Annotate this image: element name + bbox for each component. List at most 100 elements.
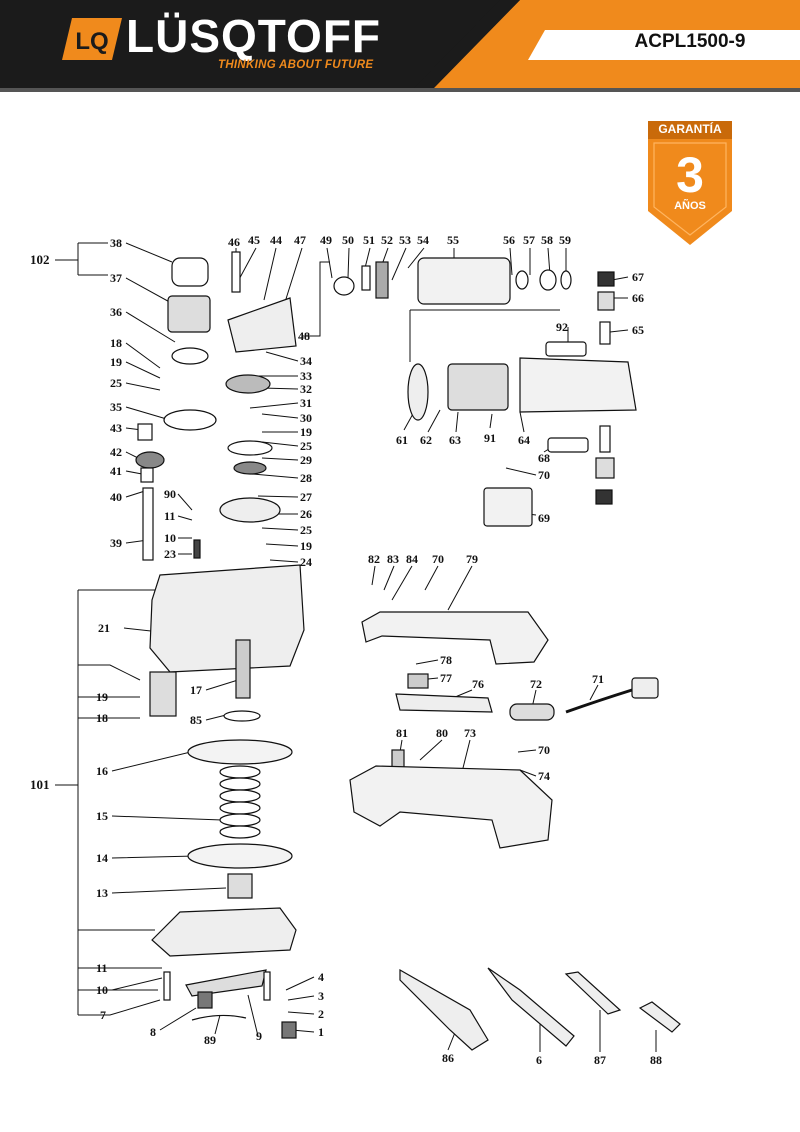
callout-18: 18 <box>110 336 122 350</box>
callout-89: 89 <box>204 1033 216 1047</box>
callout-70-c: 70 <box>538 743 550 757</box>
part-15-spacer-6 <box>219 825 261 839</box>
part-65-brush <box>599 321 611 345</box>
part-66-brush-holder <box>597 291 615 311</box>
callout-65: 65 <box>632 323 644 337</box>
callout-19: 19 <box>110 355 122 369</box>
part-21-lower-housing <box>149 564 305 673</box>
callout-19-b: 19 <box>96 690 108 704</box>
part-89-spring <box>191 1014 247 1021</box>
callout-31: 31 <box>300 396 312 410</box>
callout-18-b: 18 <box>96 711 108 725</box>
callout-15: 15 <box>96 809 108 823</box>
callout-81: 81 <box>396 726 408 740</box>
part-41-collar <box>140 467 154 483</box>
part-67-cap <box>597 271 615 287</box>
part-15-spacer-4 <box>219 801 261 815</box>
part-85-washer <box>223 710 261 722</box>
part-brush-2 <box>599 425 611 453</box>
callout-87: 87 <box>594 1053 606 1067</box>
callout-19-c: 19 <box>300 425 312 439</box>
callout-59: 59 <box>559 233 571 247</box>
part-92-plate <box>545 341 587 357</box>
callout-1: 1 <box>318 1025 324 1039</box>
callout-40: 40 <box>110 490 122 504</box>
part-42-bearing <box>135 451 165 469</box>
part-37-housing <box>167 295 211 333</box>
part-6-wrench <box>487 967 575 1047</box>
callout-71: 71 <box>592 672 604 686</box>
part-46-pin <box>231 251 241 293</box>
callout-7: 7 <box>100 1008 106 1022</box>
part-8-knob <box>197 991 213 1009</box>
callout-70: 70 <box>538 468 550 482</box>
callout-29: 29 <box>300 453 312 467</box>
part-59-ring <box>560 270 572 290</box>
model-number: ACPL1500-9 <box>634 31 746 52</box>
callout-44: 44 <box>270 233 282 247</box>
callout-77: 77 <box>440 671 452 685</box>
part-39-shaft <box>142 487 154 561</box>
callout-74: 74 <box>538 769 550 783</box>
part-cap-2 <box>595 489 613 505</box>
part-15-spacer-5 <box>219 813 261 827</box>
callout-76: 76 <box>472 677 484 691</box>
part-13-nut <box>227 873 253 899</box>
part-36-ring <box>171 347 209 365</box>
part-17-spindle <box>235 639 251 699</box>
part-bracket <box>149 671 177 717</box>
part-77-switch <box>407 673 429 689</box>
callout-79: 79 <box>466 552 478 566</box>
part-14-blade <box>187 843 293 869</box>
callout-10: 10 <box>164 531 176 545</box>
callout-69: 69 <box>538 511 550 525</box>
part-shapes <box>135 251 681 1051</box>
callout-4: 4 <box>318 970 324 984</box>
callout-30: 30 <box>300 411 312 425</box>
callout-78: 78 <box>440 653 452 667</box>
header-banner: LQ LÜSQTOFF THINKING ABOUT FUTURE ACPL15… <box>0 0 800 92</box>
part-79-handle-half <box>361 611 549 665</box>
part-holder-2 <box>595 457 615 479</box>
callout-57: 57 <box>523 233 535 247</box>
part-76-trigger <box>395 693 493 713</box>
callout-25: 25 <box>110 376 122 390</box>
callout-68: 68 <box>538 451 550 465</box>
callout-25-c: 25 <box>300 523 312 537</box>
callout-62: 62 <box>420 433 432 447</box>
brand-logo-icon: LQ <box>62 18 122 60</box>
model-tab <box>528 30 800 60</box>
part-86-side-handle <box>399 968 489 1051</box>
callout-91: 91 <box>484 431 496 445</box>
leader-lines <box>55 242 657 1052</box>
callout-49: 49 <box>320 233 332 247</box>
callout-58: 58 <box>541 233 553 247</box>
callout-8: 8 <box>150 1025 156 1039</box>
callout-83: 83 <box>387 552 399 566</box>
callout-27: 27 <box>300 490 312 504</box>
part-50-bearing <box>333 276 355 296</box>
callout-101: 101 <box>30 777 50 792</box>
callout-53: 53 <box>399 233 411 247</box>
part-69-switch-plate <box>483 487 533 527</box>
callout-43: 43 <box>110 421 122 435</box>
callout-64: 64 <box>518 433 530 447</box>
callout-63: 63 <box>449 433 461 447</box>
callout-39: 39 <box>110 536 122 550</box>
callout-92: 92 <box>556 320 568 334</box>
callout-56: 56 <box>503 233 515 247</box>
callout-25-b: 25 <box>300 439 312 453</box>
callout-66: 66 <box>632 291 644 305</box>
callout-86: 86 <box>442 1051 454 1065</box>
callout-17: 17 <box>190 683 202 697</box>
callout-90: 90 <box>164 487 176 501</box>
callout-38: 38 <box>110 236 122 250</box>
callout-10-b: 10 <box>96 983 108 997</box>
badge-unit: AÑOS <box>674 200 706 212</box>
part-7-bolt <box>163 971 171 1001</box>
part-64-motor-housing <box>519 357 637 413</box>
callout-67: 67 <box>632 270 644 284</box>
callout-14: 14 <box>96 851 108 865</box>
part-61-fan-ring <box>407 363 429 421</box>
